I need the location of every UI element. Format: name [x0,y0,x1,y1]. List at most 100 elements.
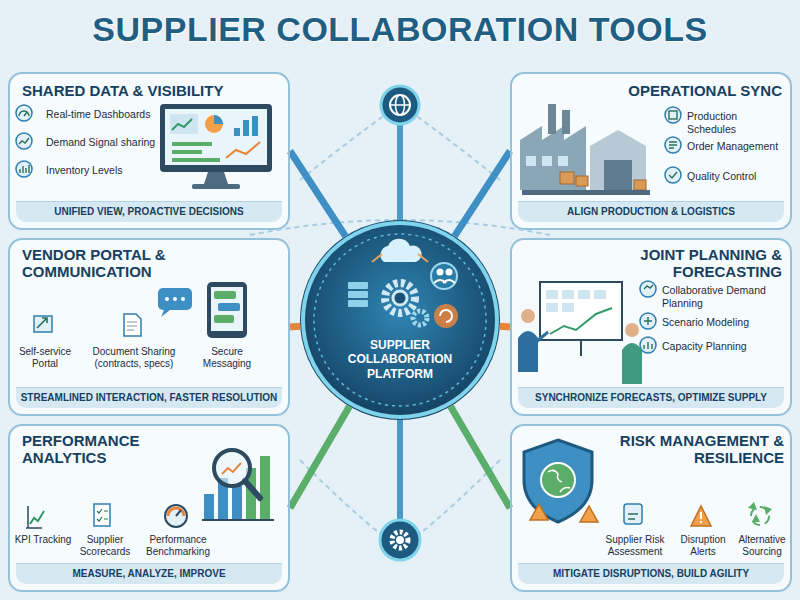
panel-tagline: MITIGATE DISRUPTIONS, BUILD AGILITY [518,563,784,584]
text-slot: Performance Benchmarking [138,534,218,558]
portal-icons [158,288,192,310]
tool-panel: JOINT PLANNING & FORECASTINGCollaborativ… [510,238,792,416]
panel-tagline: UNIFIED VIEW, PROACTIVE DECISIONS [16,201,282,222]
connector-line [455,151,510,236]
text-slot: Supplier Scorecards [74,534,136,558]
tool-panel: RISK MANAGEMENT & RESILIENCESupplier Ris… [510,424,792,592]
factory-figure [522,190,650,195]
hub-icons [348,291,368,298]
item-icons [640,281,656,297]
hub-icons [440,310,452,322]
item-glyphs [20,165,29,173]
shield-figure [524,440,592,522]
risk-icons [624,504,642,524]
monitor-figure [172,142,220,162]
monitor-figure [165,109,267,165]
monitor-figure [160,104,272,189]
diagram-title: SUPPLIER COLLABORATION TOOLS [10,10,790,49]
text-slot: OPERATIONAL SYNC [572,82,782,99]
factory-figure [558,156,568,166]
planning-figure [540,282,622,340]
tool-item: Self-service Portal [14,346,76,370]
portal-icons [214,291,236,299]
panel-heading: VENDOR PORTAL & COMMUNICATION [22,246,212,281]
text-slot: Order Management [687,140,787,153]
planning-figure [546,303,558,312]
globe-node [390,104,410,106]
connector-line [290,323,300,331]
hub-icons [372,254,428,262]
monitor-figure [205,115,223,133]
panel-heading: SHARED DATA & VISIBILITY [22,82,282,99]
risk-icons [700,512,702,523]
portal-icons [34,282,247,338]
panel-heading: PERFORMANCE ANALYTICS [22,432,187,467]
tool-panel: VENDOR PORTAL & COMMUNICATION Self-servic… [8,238,290,416]
magnifier-figure [204,494,214,520]
monitor-figure [170,114,198,134]
risk-icons [691,506,711,526]
panel-tagline: ALIGN PRODUCTION & LOGISTICS [518,201,784,222]
shield-figure [541,463,575,497]
panel-heading: RISK MANAGEMENT & RESILIENCE [596,432,784,467]
factory-figure [526,156,536,166]
platform-hub: SUPPLIER COLLABORATION PLATFORM [300,220,500,420]
item-icons [665,137,681,153]
item-icons [665,107,681,123]
text-slot: Quality Control [687,170,787,183]
text-slot: MITIGATE DISRUPTIONS, BUILD AGILITY [518,563,784,584]
hub-ring [300,220,500,420]
globe-node [381,86,419,124]
magnifier-figure [202,450,274,520]
planning-figure [625,323,639,337]
portal-icons [214,315,234,323]
hub-disc [300,220,500,420]
planning-figure [518,331,538,372]
planning-figure [578,290,590,299]
panel-ground [510,72,792,230]
item-glyphs [669,142,677,148]
tool-item: Scenario Modeling [662,316,782,329]
item-glyphs [669,111,677,119]
portal-icons [218,303,240,311]
magnifier-figure [232,486,242,520]
panel-tagline: SYNCHRONIZE FORECASTS, OPTIMIZE SUPPLY [518,387,784,408]
analytics-icons [94,504,110,526]
tool-item: Real-time Dashboards [46,108,156,121]
text-slot: SYNCHRONIZE FORECASTS, OPTIMIZE SUPPLY [518,387,784,408]
magnifier-figure [222,463,241,474]
connector-line [451,406,510,508]
item-icons [640,313,656,329]
factory-figure [520,104,650,195]
portal-icons [173,297,177,301]
shield-figure [548,470,570,492]
globe-node [390,95,410,115]
tool-item: Production Schedules [687,110,787,135]
analytics-icons [97,509,108,521]
planning-figure [518,282,642,384]
shield-figure [530,504,548,520]
item-glyphs [644,317,652,325]
text-slot: Disruption Alerts [674,534,732,558]
magnifier-figure [245,481,260,498]
hub-icons [348,282,368,307]
panel-ground [510,424,792,592]
hub-spokes [397,418,403,520]
portal-icons [161,310,170,317]
monitor-figure [192,184,240,189]
gear-node [392,532,408,548]
tool-item: Capacity Planning [662,340,782,353]
portal-icons [181,297,185,301]
magnifier-figure [260,456,270,520]
monitor-figure [234,128,240,136]
factory-figure [542,156,552,166]
monitor-figure [252,116,258,136]
monitor-figure [214,115,223,124]
text-slot: UNIFIED VIEW, PROACTIVE DECISIONS [16,201,282,222]
factory-figure [560,172,574,184]
panel-tagline: STREAMLINED INTERACTION, FASTER RESOLUTI… [16,387,282,408]
item-icons [16,105,32,121]
factory-figure [562,110,570,134]
hub-ring [303,223,497,417]
